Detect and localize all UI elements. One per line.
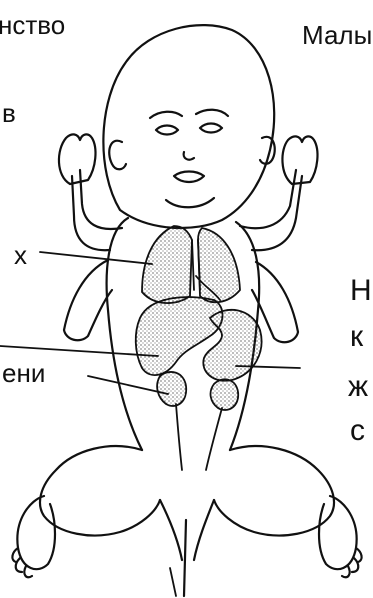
ear-left	[109, 141, 126, 170]
label-left-x: х	[14, 242, 27, 268]
toes-left	[12, 548, 32, 577]
label-left-eni: ени	[2, 360, 45, 386]
toes-right	[342, 548, 362, 577]
ureter-right	[206, 408, 222, 470]
chin	[166, 198, 214, 207]
mouth	[174, 172, 204, 183]
midline	[184, 520, 186, 596]
leg-right	[214, 446, 334, 535]
eye-right	[200, 124, 222, 133]
label-right-k: к	[350, 322, 363, 352]
foot-right	[319, 496, 357, 569]
brow-right	[196, 110, 228, 116]
leader-line-x	[40, 252, 152, 264]
trachea	[192, 240, 200, 290]
stomach	[203, 310, 261, 381]
baby-head	[103, 25, 274, 228]
forearm-left	[64, 260, 112, 340]
hand-left	[59, 134, 96, 184]
foot-left	[17, 496, 55, 569]
hand-right	[282, 136, 317, 184]
label-left-b: в	[2, 100, 16, 126]
eye-left	[156, 126, 178, 135]
label-right-h: Н	[350, 276, 372, 306]
leader-line-eni	[88, 376, 168, 394]
leader-line-bottom	[170, 568, 176, 596]
kidney-right	[211, 379, 239, 410]
kidney-left	[157, 372, 186, 406]
nose	[184, 152, 194, 160]
label-top-left: нство	[0, 12, 65, 38]
label-top-right: Малы	[302, 22, 372, 48]
groin	[160, 500, 214, 560]
ureter-left	[176, 404, 182, 470]
lung-right	[198, 228, 240, 302]
label-right-s: с	[350, 416, 365, 446]
leader-line-liver	[0, 346, 158, 356]
label-right-zh: ж	[348, 372, 368, 402]
brow-left	[150, 112, 182, 118]
leg-left	[40, 446, 160, 535]
